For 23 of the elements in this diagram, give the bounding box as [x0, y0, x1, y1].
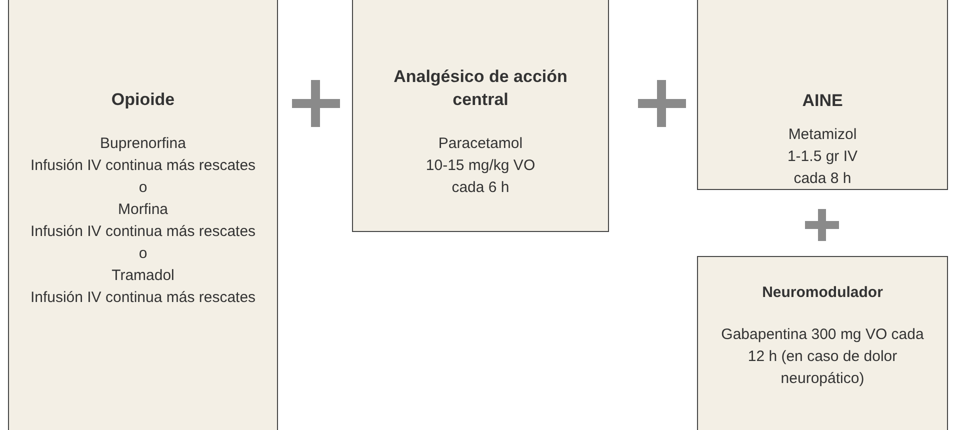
- dosage-text: o: [138, 178, 148, 198]
- dosage-text: Infusión IV continua más rescates: [30, 288, 256, 308]
- dosage-text: cada 8 h: [794, 169, 852, 189]
- box-heading: Opioide: [111, 89, 175, 111]
- category-box: [697, 256, 948, 430]
- dosage-text: Infusión IV continua más rescates: [30, 222, 256, 242]
- dosage-text: o: [138, 244, 148, 264]
- category-box: [697, 0, 948, 190]
- box-heading: AINE: [802, 90, 843, 112]
- dosage-text: Morfina: [118, 200, 168, 220]
- box-heading: Analgésico de acción central: [392, 66, 568, 111]
- dosage-text: 1-1.5 gr IV: [787, 147, 858, 167]
- box-heading: Neuromodulador: [762, 283, 883, 303]
- dosage-text: Gabapentina 300 mg VO cada 12 h (en caso de dolor neuropático): [720, 325, 925, 389]
- category-box: [352, 0, 609, 232]
- category-box: [8, 0, 278, 430]
- dosage-text: Metamizol: [788, 125, 857, 145]
- dosage-text: Paracetamol: [438, 134, 523, 154]
- dosage-text: Infusión IV continua más rescates: [30, 156, 256, 176]
- dosage-text: cada 6 h: [452, 178, 510, 198]
- dosage-text: 10-15 mg/kg VO: [426, 156, 536, 176]
- dosage-text: Tramadol: [112, 266, 174, 286]
- dosage-text: Buprenorfina: [100, 134, 186, 154]
